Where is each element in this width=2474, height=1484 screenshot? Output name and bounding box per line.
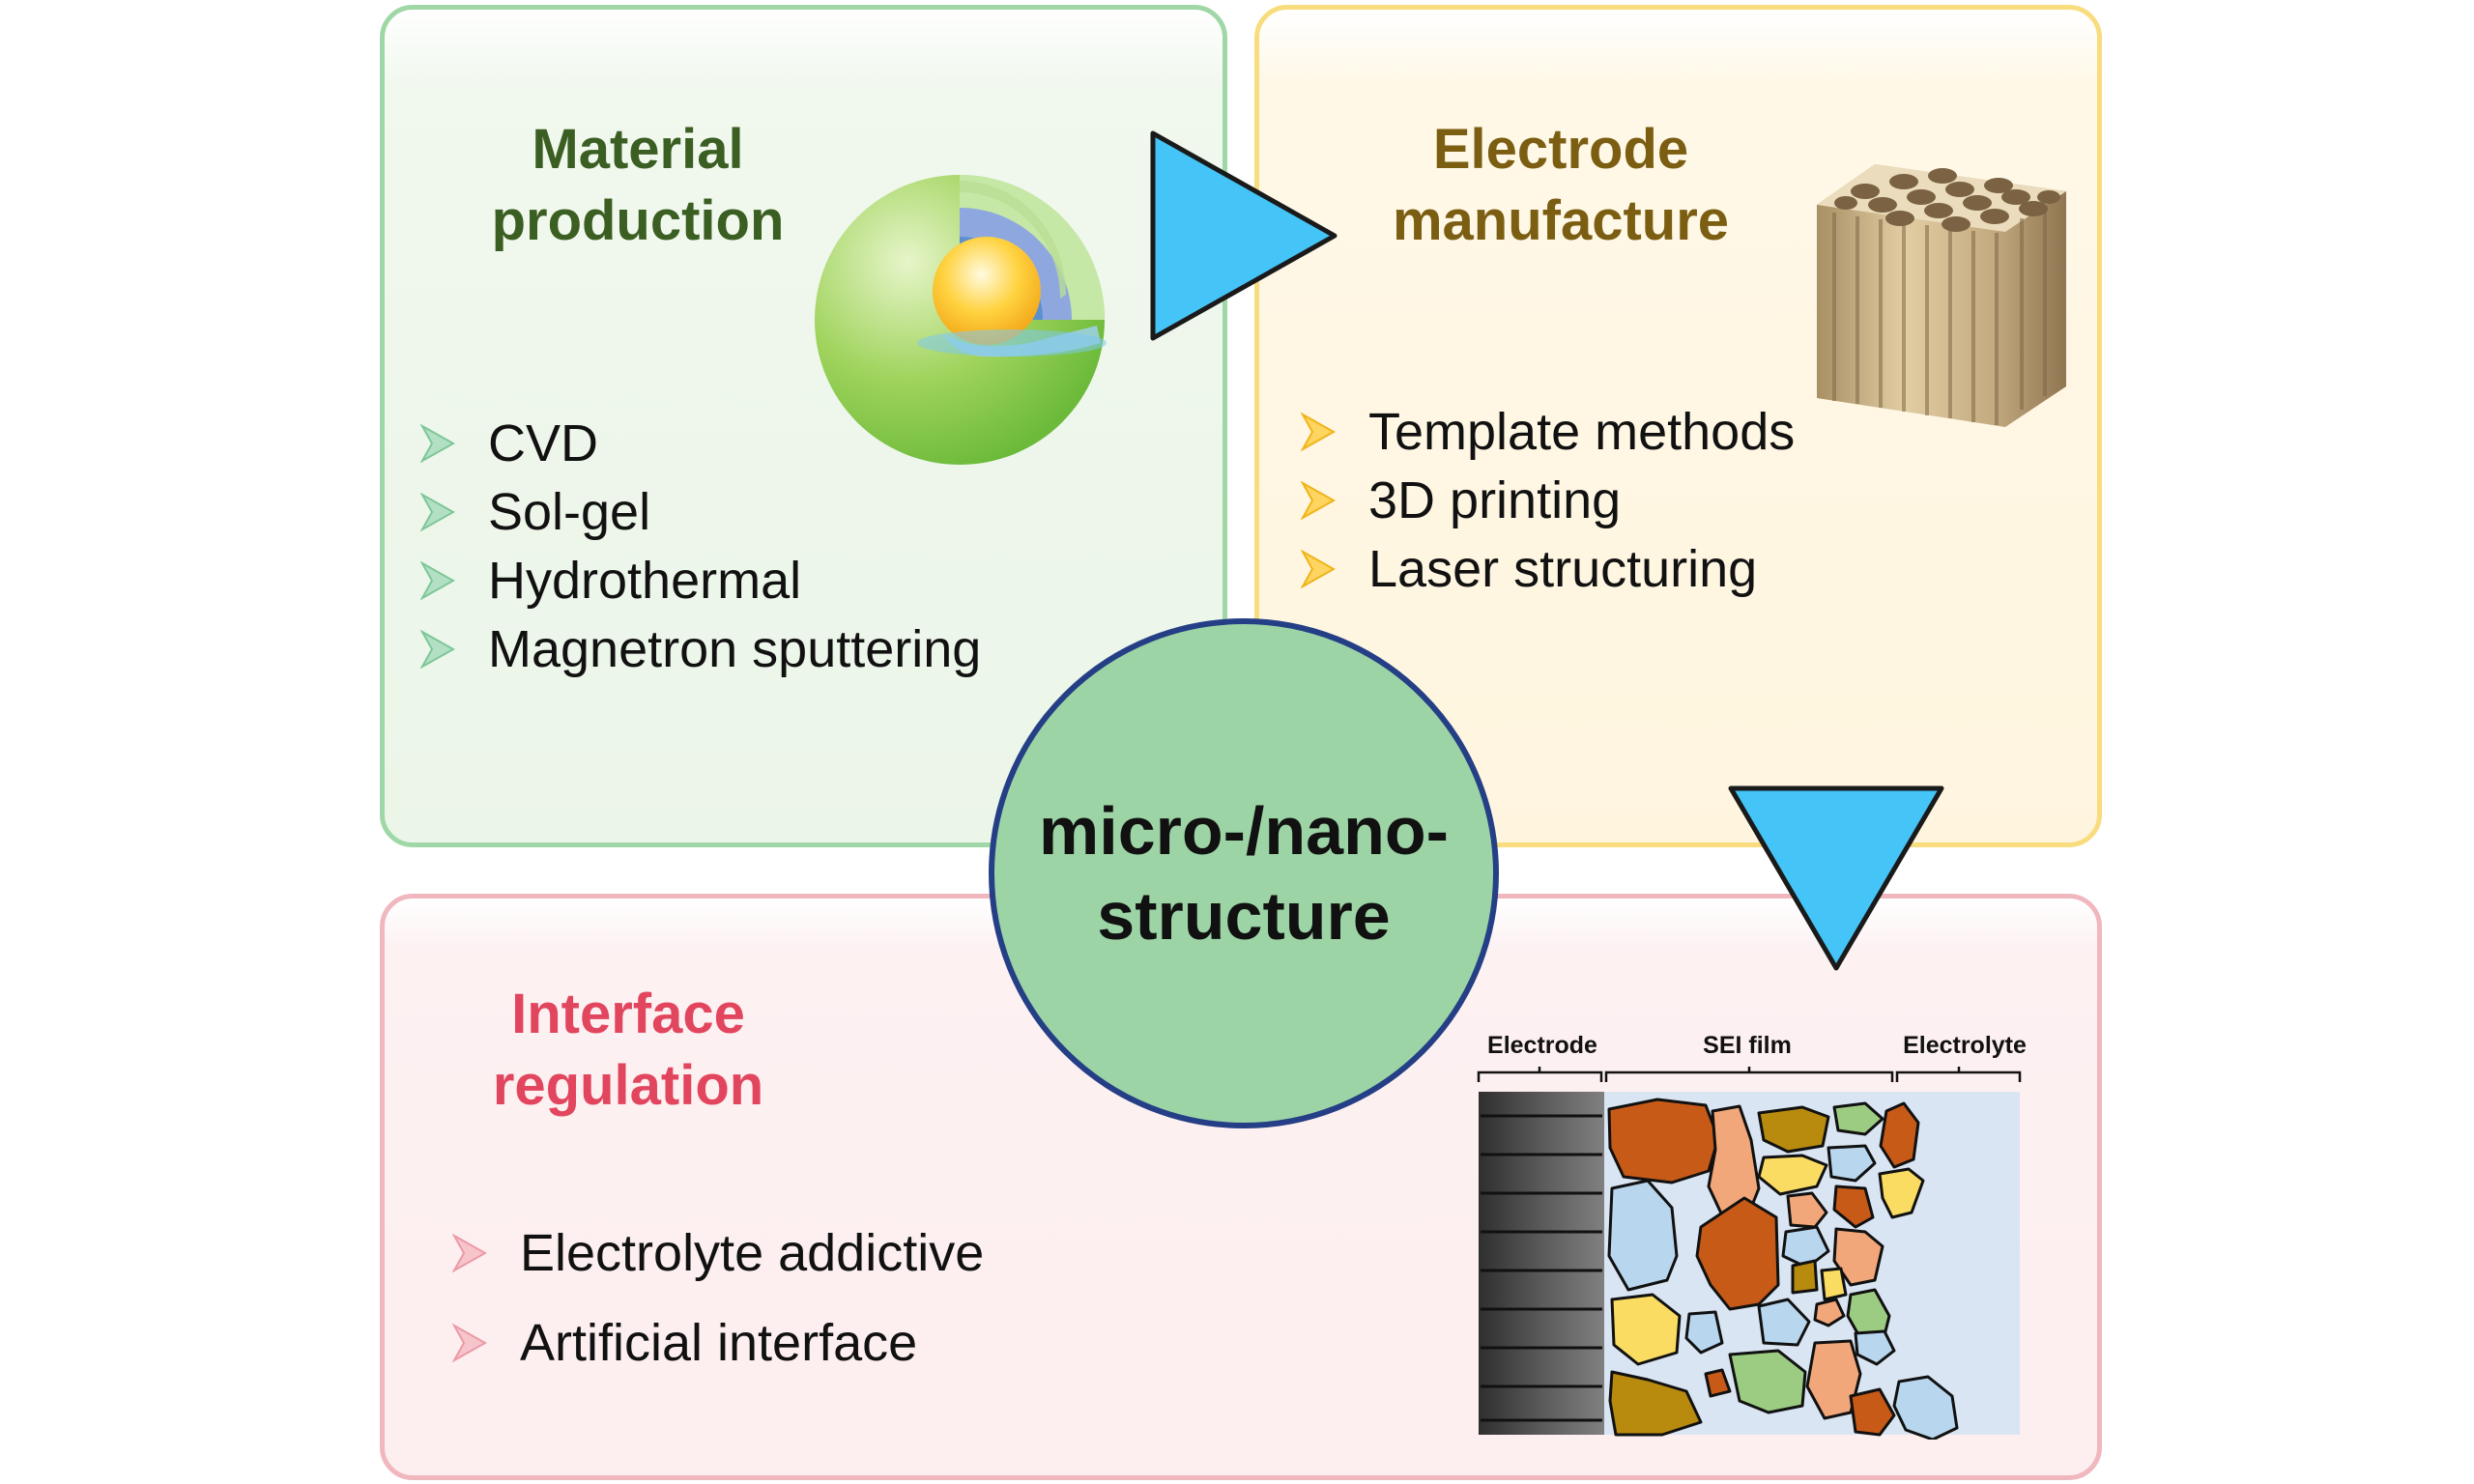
list-item-label: Electrolyte addictive <box>520 1223 985 1282</box>
electrode-methods-list: Template methods 3D printing Laser struc… <box>1301 397 1795 603</box>
list-item: Magnetron sputtering <box>420 614 981 683</box>
list-item: Hydrothermal <box>420 546 981 614</box>
list-item: 3D printing <box>1301 466 1795 534</box>
flow-arrow-down-icon <box>1728 785 1944 971</box>
bullet-arrow-icon <box>1301 549 1336 588</box>
list-item-label: CVD <box>488 414 599 472</box>
interface-methods-list: Electrolyte addictive Artificial interfa… <box>452 1208 984 1387</box>
bullet-arrow-icon <box>1301 412 1336 451</box>
list-item: Artificial interface <box>452 1298 984 1387</box>
list-item-label: Laser structuring <box>1368 539 1758 598</box>
list-item-label: Template methods <box>1368 402 1796 461</box>
list-item: Electrolyte addictive <box>452 1208 984 1298</box>
material-production-title: Material production <box>491 118 785 252</box>
list-item-label: Artificial interface <box>520 1313 918 1372</box>
center-label: micro-/nano- structure <box>1039 793 1449 954</box>
material-methods-list: CVD Sol-gel Hydrothermal Magnetron sputt… <box>420 409 981 683</box>
center-circle: micro-/nano- structure <box>989 618 1499 1128</box>
list-item: CVD <box>420 409 981 477</box>
list-item-label: Magnetron sputtering <box>488 619 982 678</box>
bullet-arrow-icon <box>420 629 455 669</box>
bullet-arrow-icon <box>452 1323 487 1362</box>
sei-film-schematic <box>1477 1067 2022 1440</box>
bullet-arrow-icon <box>420 423 455 463</box>
flow-arrow-right-icon <box>1150 130 1338 341</box>
list-item: Sol-gel <box>420 477 981 546</box>
list-item-label: Sol-gel <box>488 482 651 541</box>
bullet-arrow-icon <box>1301 480 1336 520</box>
core-shell-sphere-icon <box>815 175 1107 465</box>
sei-electrode-label: Electrode <box>1487 1032 1597 1059</box>
list-item-label: 3D printing <box>1368 471 1622 529</box>
list-item-label: Hydrothermal <box>488 551 802 610</box>
electrode-manufacture-title: Electrode manufacture <box>1392 118 1730 252</box>
list-item: Template methods <box>1301 397 1795 466</box>
honeycomb-structure-icon <box>1817 164 2066 427</box>
list-item: Laser structuring <box>1301 534 1795 603</box>
bullet-arrow-icon <box>420 560 455 600</box>
bullet-arrow-icon <box>452 1233 487 1272</box>
sei-film-label: SEI film <box>1703 1032 1792 1059</box>
sei-electrolyte-label: Electrolyte <box>1903 1032 2027 1059</box>
bullet-arrow-icon <box>420 492 455 531</box>
interface-regulation-title: Interface regulation <box>492 983 764 1117</box>
